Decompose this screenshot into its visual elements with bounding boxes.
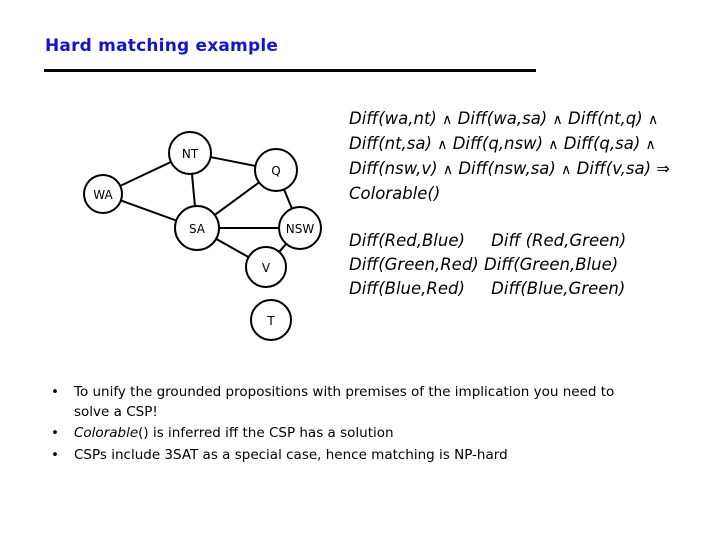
graph-node-circle <box>245 246 287 288</box>
graph-node-sa[interactable]: SA <box>174 205 220 251</box>
implication-formula: Diff(wa,nt) ∧ Diff(wa,sa) ∧ Diff(nt,q) ∧… <box>349 107 670 206</box>
diff-pair-row: Diff(Green,Red) Diff(Green,Blue) <box>349 255 618 274</box>
formula-line-3: Diff(nsw,v) ∧ Diff(nsw,sa) ∧ Diff(v,sa) … <box>349 159 670 178</box>
graph-node-circle <box>254 148 298 192</box>
list-item-text-italic: Colorable <box>74 425 139 441</box>
page-title: Hard matching example <box>45 36 279 56</box>
literal-diff-nt-sa: Diff(nt,sa) <box>349 134 432 153</box>
graph-edge-wa-nt <box>119 161 172 187</box>
formula-line-4: Colorable() <box>349 184 441 203</box>
diff-pair-left: Diff(Green,Red) <box>349 255 479 274</box>
literal-diff-q-sa: Diff(q,sa) <box>563 134 641 153</box>
graph-node-t[interactable]: T <box>250 299 292 341</box>
bullet-list: • To unify the grounded propositions wit… <box>48 383 648 467</box>
graph-node-label: Q <box>271 164 280 178</box>
literal-diff-wa-sa: Diff(wa,sa) <box>457 109 548 128</box>
graph-node-label: SA <box>189 222 206 236</box>
diff-pair-right: Diff(Blue,Green) <box>491 279 626 298</box>
graph-node-label: WA <box>93 188 113 202</box>
graph-node-v[interactable]: V <box>245 246 287 288</box>
diff-pair-left: Diff(Red,Blue) <box>349 231 465 250</box>
list-item-text: CSPs include 3SAT as a special case, hen… <box>74 447 508 463</box>
bullet-icon: • <box>51 425 59 441</box>
list-item-text-suffix: () is inferred iff the CSP has a solutio… <box>138 425 394 441</box>
list-item-text: Colorable() is inferred iff the CSP has … <box>74 425 394 441</box>
diff-pairs-block: Diff(Red,Blue) Diff (Red,Green) Diff(Gre… <box>349 229 626 301</box>
and-operator-icon: ∧ <box>437 137 448 153</box>
list-item: • To unify the grounded propositions wit… <box>48 383 648 422</box>
graph-edge-nt-q <box>210 156 256 167</box>
graph-edge-nsw-v <box>278 243 287 253</box>
literal-diff-nsw-v: Diff(nsw,v) <box>349 159 438 178</box>
graph-edge-q-nsw <box>283 189 293 209</box>
graph-node-wa[interactable]: WA <box>83 174 123 214</box>
formula-line-2: Diff(nt,sa) ∧ Diff(q,nsw) ∧ Diff(q,sa) ∧ <box>349 134 656 153</box>
and-operator-icon: ∧ <box>548 137 559 153</box>
and-operator-icon: ∧ <box>442 162 454 178</box>
literal-diff-q-nsw: Diff(q,nsw) <box>452 134 544 153</box>
and-operator-icon: ∧ <box>647 112 659 128</box>
and-operator-icon: ∧ <box>552 112 563 128</box>
bullet-icon: • <box>51 384 59 400</box>
graph-node-group: WA NT Q SA NSW V T <box>83 131 322 341</box>
diff-pair-row: Diff(Blue,Red) Diff(Blue,Green) <box>349 279 625 298</box>
and-operator-icon: ∧ <box>561 162 572 178</box>
diff-pair-row: Diff(Red,Blue) Diff (Red,Green) <box>349 231 626 250</box>
list-item-text-plain: CSPs include 3SAT as a special case, hen… <box>74 446 508 463</box>
literal-diff-v-sa: Diff(v,sa) <box>576 159 652 178</box>
list-item-text: To unify the grounded propositions with … <box>74 384 614 420</box>
title-divider <box>44 69 536 72</box>
graph-edge-sa-v <box>215 237 250 259</box>
graph-node-circle <box>83 174 123 214</box>
graph-node-circle <box>278 206 322 250</box>
and-operator-icon: ∧ <box>645 137 656 153</box>
graph-node-nt[interactable]: NT <box>168 131 212 175</box>
graph-node-label: NSW <box>286 222 315 236</box>
literal-diff-nsw-sa: Diff(nsw,sa) <box>458 159 556 178</box>
literal-diff-nt-q: Diff(nt,q) <box>568 109 643 128</box>
graph-node-circle <box>250 299 292 341</box>
constraint-graph: WA NT Q SA NSW V T <box>70 120 330 355</box>
graph-node-circle <box>174 205 220 251</box>
list-item-text-plain: To unify the grounded propositions with … <box>74 384 615 420</box>
graph-edge-wa-sa <box>120 199 177 222</box>
diff-pair-left: Diff(Blue,Red) <box>349 279 465 298</box>
and-operator-icon: ∧ <box>442 112 453 128</box>
graph-node-label: T <box>266 314 275 328</box>
formula-line-1: Diff(wa,nt) ∧ Diff(wa,sa) ∧ Diff(nt,q) ∧ <box>349 109 658 128</box>
bullet-icon: • <box>51 446 59 463</box>
diff-pair-right: Diff(Green,Blue) <box>484 255 619 274</box>
graph-node-nsw[interactable]: NSW <box>278 206 322 250</box>
implies-operator-icon: ⇒ <box>656 159 670 178</box>
graph-edge-q-sa <box>214 181 260 216</box>
graph-node-circle <box>168 131 212 175</box>
graph-node-q[interactable]: Q <box>254 148 298 192</box>
graph-node-label: V <box>262 261 271 275</box>
list-item: • Colorable() is inferred iff the CSP ha… <box>48 424 648 444</box>
list-item: • CSPs include 3SAT as a special case, h… <box>48 446 648 466</box>
graph-node-label: NT <box>182 147 199 161</box>
literal-diff-wa-nt: Diff(wa,nt) <box>349 109 437 128</box>
graph-edge-nt-sa <box>190 173 196 207</box>
graph-edge-group <box>119 156 293 259</box>
diff-pair-right: Diff (Red,Green) <box>491 231 627 250</box>
